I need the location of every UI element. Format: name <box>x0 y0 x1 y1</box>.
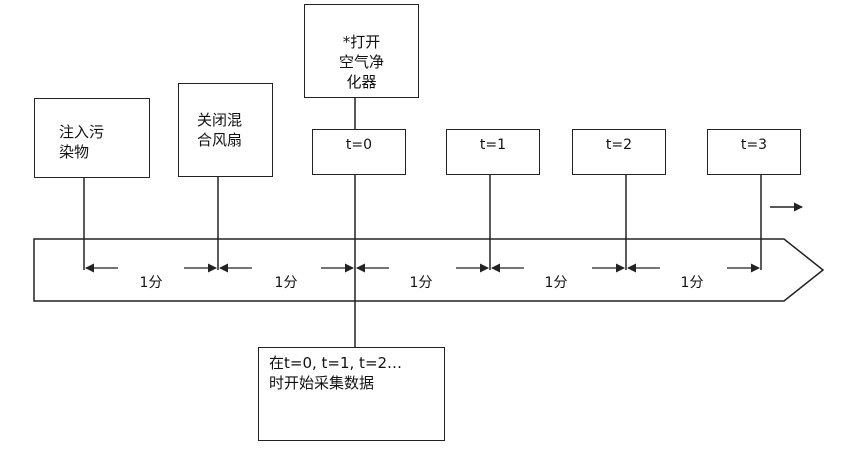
interval-label-4: 1分 <box>544 275 568 291</box>
data-collection-box: 在t=0, t=1, t=2… 时开始采集数据 <box>258 347 445 441</box>
inject-pollutant-box: 注入污 染物 <box>34 98 150 178</box>
interval-label-5: 1分 <box>680 275 704 291</box>
purifier-label-line2: 空气净 <box>338 53 384 71</box>
purifier-label-line1: *打开 <box>342 33 381 51</box>
interval-label-2: 1分 <box>274 275 298 291</box>
time-point-t0: t=0 <box>312 129 406 175</box>
data-label-line1: 在t=0, t=1, t=2… <box>269 354 403 372</box>
interval-label-1: 1分 <box>139 275 163 291</box>
time-point-t2: t=2 <box>572 129 666 175</box>
interval-label-3: 1分 <box>409 275 433 291</box>
data-label-line2: 时开始采集数据 <box>269 374 375 392</box>
inject-label-line2: 染物 <box>59 143 90 161</box>
inject-label-line1: 注入污 <box>59 123 105 141</box>
close-fan-box: 关闭混 合风扇 <box>178 83 273 177</box>
fan-label-line2: 合风扇 <box>197 131 243 149</box>
time-point-t1: t=1 <box>446 129 540 175</box>
time-point-t3: t=3 <box>707 129 801 175</box>
open-purifier-box: *打开 空气净 化器 <box>304 4 419 98</box>
fan-label-line1: 关闭混 <box>197 111 243 129</box>
purifier-label-line3: 化器 <box>346 73 377 91</box>
